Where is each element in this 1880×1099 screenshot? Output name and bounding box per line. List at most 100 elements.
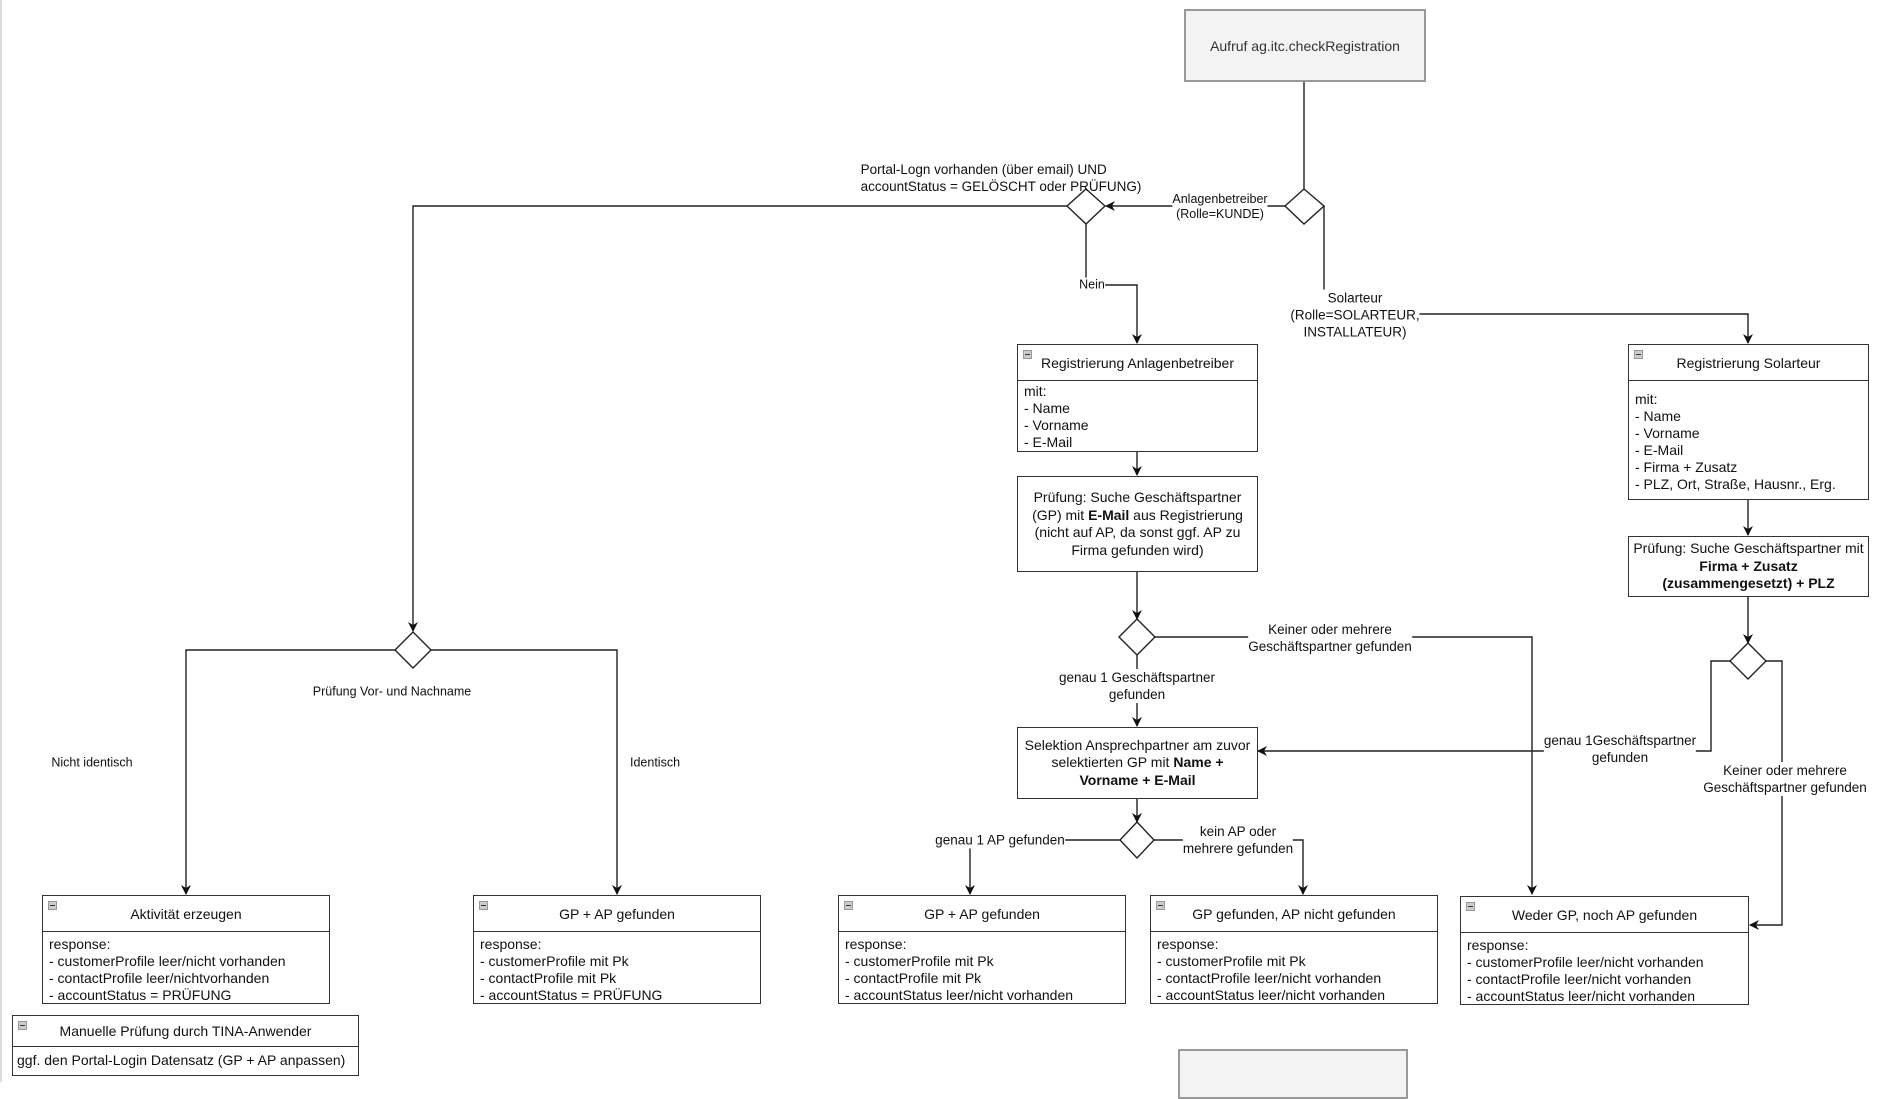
text-bold: (zusammengesetzt) + PLZ <box>1662 575 1835 592</box>
box-line: - Name <box>1024 400 1070 416</box>
label-line: Keiner oder mehrere <box>1268 622 1392 637</box>
box-title: GP gefunden, AP nicht gefunden <box>1192 905 1396 922</box>
pruefung-firma-box[interactable]: Prüfung: Suche Geschäftspartner mit Firm… <box>1628 536 1869 597</box>
box-line: - customerProfile mit Pk <box>845 953 994 969</box>
label-line: Solarteur <box>1327 290 1383 306</box>
label-kein-ap: kein AP oder mehrere gefunden <box>1182 823 1294 857</box>
box-line: response: <box>1467 937 1529 953</box>
label-anlagenbetreiber: Anlagenbetreiber (Rolle=KUNDE) <box>1172 192 1268 222</box>
label-line: (Rolle=KUNDE) <box>1176 207 1264 221</box>
label-genau1-gp-1: genau 1 Geschäftspartner gefunden <box>1058 669 1216 703</box>
decision-gp-email <box>1118 618 1156 656</box>
box-line: - Name <box>1635 408 1681 424</box>
decision-gp-firma <box>1729 642 1767 680</box>
box-line: - accountStatus = PRÜFUNG <box>49 987 232 1003</box>
box-body: mit: - Name - Vorname - E-Mail - Firma +… <box>1629 381 1868 497</box>
box-body: response: - customerProfile mit Pk - con… <box>474 932 760 1008</box>
result-gp-no-ap-box[interactable]: GP gefunden, AP nicht gefunden response:… <box>1150 895 1438 1004</box>
start-node[interactable]: Aufruf ag.itc.checkRegistration <box>1184 9 1426 82</box>
box-line: - contactProfile leer/nicht vorhanden <box>1467 971 1692 987</box>
collapse-icon[interactable] <box>1466 902 1475 911</box>
label-line: Anlagenbetreiber <box>1172 192 1268 206</box>
collapse-icon[interactable] <box>844 901 853 910</box>
box-line: response: <box>49 936 111 952</box>
box-line: (zusammengesetzt) + PLZ <box>1633 575 1863 593</box>
label-line: genau 1 Geschäftspartner <box>1058 670 1216 685</box>
decision-portal-login <box>1065 188 1107 225</box>
reg-anlagenbetreiber-box[interactable]: Registrierung Anlagenbetreiber mit: - Na… <box>1017 344 1258 452</box>
box-header: GP + AP gefunden <box>474 896 760 932</box>
box-line: - accountStatus = PRÜFUNG <box>480 987 663 1003</box>
box-line: - Firma + Zusatz <box>1635 459 1738 475</box>
box-line: - contactProfile leer/nicht vorhanden <box>1157 970 1382 986</box>
edge-nicht-identisch <box>181 649 395 895</box>
label-pruefung-name: Prüfung Vor- und Nachname <box>312 684 472 700</box>
label-line: INSTALLATEUR) <box>1303 324 1407 340</box>
box-line: - customerProfile mit Pk <box>480 953 629 969</box>
decision-name-check <box>394 631 432 669</box>
collapse-icon[interactable] <box>1156 901 1165 910</box>
result-aktivitaet-box[interactable]: Aktivität erzeugen response: - customerP… <box>42 895 330 1004</box>
label-line: gefunden <box>1591 750 1649 765</box>
cut-off-node[interactable] <box>1178 1049 1408 1099</box>
box-line: - PLZ, Ort, Straße, Hausnr., Erg. <box>1635 476 1836 492</box>
box-header: Weder GP, noch AP gefunden <box>1461 897 1748 933</box>
result-gp-ap-pruefung-box[interactable]: GP + AP gefunden response: - customerPro… <box>473 895 761 1004</box>
box-line: - Vorname <box>1635 425 1700 441</box>
edge-solarteur <box>1323 206 1753 344</box>
box-title: Registrierung Solarteur <box>1676 354 1821 371</box>
label-nein: Nein <box>1079 277 1105 293</box>
text-bold: E-Mail <box>1088 506 1130 523</box>
box-line: - contactProfile mit Pk <box>480 970 617 986</box>
box-title: Manuelle Prüfung durch TINA-Anwender <box>59 1023 312 1039</box>
label-nicht-identisch: Nicht identisch <box>51 755 133 771</box>
manuelle-pruefung-box[interactable]: Manuelle Prüfung durch TINA-Anwender ggf… <box>12 1015 359 1076</box>
box-title: GP + AP gefunden <box>924 905 1040 922</box>
label-line: mehrere gefunden <box>1182 841 1294 856</box>
box-header: Aktivität erzeugen <box>43 896 329 932</box>
box-body: mit: - Name - Vorname - E-Mail <box>1018 381 1257 455</box>
label-line: Keiner oder mehrere <box>1723 763 1847 778</box>
box-line: mit: <box>1635 391 1658 407</box>
box-line: Selektion Ansprechpartner am zuvor <box>1024 736 1251 753</box>
box-line: Firma gefunden wird) <box>1071 541 1204 558</box>
box-line: Prüfung: Suche Geschäftspartner mit <box>1633 540 1864 557</box>
label-line: Geschäftspartner gefunden <box>1703 780 1867 795</box>
label-keiner-mehrere-2: Keiner oder mehrere Geschäftspartner gef… <box>1703 762 1867 796</box>
label-line: Geschäftspartner gefunden <box>1248 639 1412 654</box>
box-line: Vorname + E-Mail <box>1025 772 1251 790</box>
box-line: - Vorname <box>1024 417 1089 433</box>
box-body: response: - customerProfile leer/nicht v… <box>43 932 329 1008</box>
edge-genau1-gp-2 <box>1257 660 1730 756</box>
box-line: Firma + Zusatz <box>1633 558 1863 576</box>
selektion-box[interactable]: Selektion Ansprechpartner am zuvor selek… <box>1017 727 1258 799</box>
result-gp-ap-box[interactable]: GP + AP gefunden response: - customerPro… <box>838 895 1126 1004</box>
box-line: - E-Mail <box>1635 442 1684 458</box>
pruefung-email-box[interactable]: Prüfung: Suche Geschäftspartner (GP) mit… <box>1017 476 1258 572</box>
collapse-icon[interactable] <box>1023 350 1032 359</box>
label-line: accountStatus = GELÖSCHT oder PRÜFUNG) <box>860 179 1142 194</box>
label-line: genau 1Geschäftspartner <box>1543 733 1697 748</box>
collapse-icon[interactable] <box>18 1021 27 1030</box>
text: selektierten GP mit <box>1051 754 1174 771</box>
reg-solarteur-box[interactable]: Registrierung Solarteur mit: - Name - Vo… <box>1628 344 1869 500</box>
box-line: response: <box>845 936 907 952</box>
box-header: Registrierung Anlagenbetreiber <box>1018 345 1257 381</box>
box-header: GP gefunden, AP nicht gefunden <box>1151 896 1437 932</box>
collapse-icon[interactable] <box>479 901 488 910</box>
box-line: selektierten GP mit Name + <box>1025 754 1251 772</box>
label-line: Portal-Logn vorhanden (über email) UND <box>860 162 1107 177</box>
box-line: (GP) mit E-Mail aus Registrierung <box>1032 507 1243 525</box>
text-bold: Name + <box>1173 754 1224 771</box>
box-header: GP + AP gefunden <box>839 896 1125 932</box>
collapse-icon[interactable] <box>1634 350 1643 359</box>
box-line: - accountStatus leer/nicht vorhanden <box>1157 987 1386 1003</box>
box-header: Registrierung Solarteur <box>1629 345 1868 381</box>
box-body: response: - customerProfile mit Pk - con… <box>1151 932 1437 1008</box>
result-no-gp-no-ap-box[interactable]: Weder GP, noch AP gefunden response: - c… <box>1460 896 1749 1005</box>
decision-ap <box>1119 820 1155 860</box>
collapse-icon[interactable] <box>48 901 57 910</box>
text: (GP) mit <box>1032 506 1089 523</box>
box-line: - accountStatus leer/nicht vorhanden <box>1467 988 1696 1004</box>
